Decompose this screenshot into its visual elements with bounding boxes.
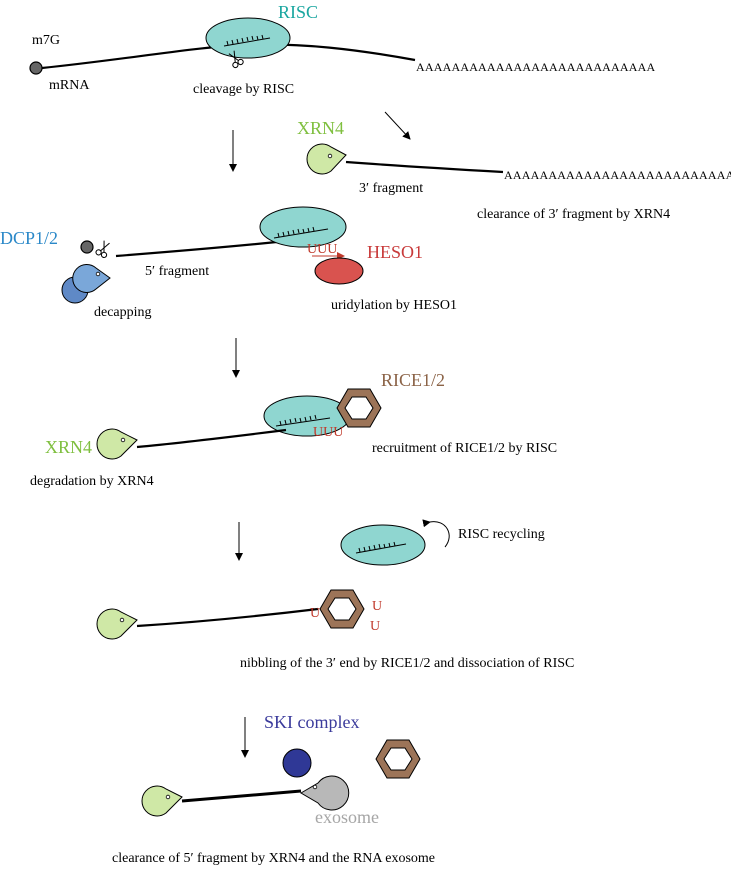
guide-rna-icon [223,37,271,47]
risc-label: RISC [278,2,318,22]
removed-cap-icon [80,240,94,254]
risc-complex-icon [205,17,291,59]
degradation-label: degradation by XRN4 [30,474,154,489]
uridylation-label: uridylation by HESO1 [331,298,457,313]
exosome-label: exosome [315,807,379,827]
xrn4-label-mid: XRN4 [45,437,92,457]
exosome-pacman-icon [300,775,350,811]
guide-ticks [279,414,317,426]
risc-complex-icon [340,524,426,566]
uridine-label-3: U [370,619,380,634]
m7g-cap-icon [29,61,43,75]
ski-complex-label: SKI complex [264,712,359,732]
m7g-label: m7G [32,33,60,48]
hexagon-hole [327,597,357,621]
arrow-step1-right [384,111,411,140]
pacman-enzyme-icon [96,428,138,460]
pacman-eye [119,617,125,623]
step6-final-clearance: SKI complex exosome clearance of 5′ frag… [112,712,435,866]
risc-complex-icon [259,206,347,248]
step3-decapping-uridylation: DCP1/2 decapping 5′ fragment UUU HESO1 u… [0,206,457,320]
scissors-icon [228,50,244,69]
uuu-tail-label: UUU [307,242,337,257]
guide-rna-icon [355,543,407,554]
pacman-eye [327,153,333,159]
mrna-label: mRNA [49,78,90,93]
uuu-tail-label: UUU [313,425,343,440]
heso1-label: HESO1 [367,242,423,262]
clearance-3prime-label: clearance of 3′ fragment by XRN4 [477,207,670,222]
cleavage-label: cleavage by RISC [193,82,294,97]
recruitment-label: recruitment of RICE1/2 by RISC [372,441,557,456]
guide-ticks [358,541,396,553]
curved-arrow-icon [422,519,450,548]
risc-recycling-label: RISC recycling [458,527,545,542]
step4-rice-recruitment: RICE1/2 UUU recruitment of RICE1/2 by RI… [30,370,557,489]
hexagon-hole [344,396,374,420]
ski-complex-icon [282,748,312,778]
hexagon-hole [383,747,413,771]
polya-tail: AAAAAAAAAAAAAAAAAAAAAAAAAAA [416,60,656,74]
uridine-label-2: U [372,599,382,614]
nibbling-label: nibbling of the 3′ end by RICE1/2 and di… [240,656,574,671]
scissors-icon [95,240,110,258]
uridine-label-1: U [310,606,320,621]
rice-label: RICE1/2 [381,370,445,390]
dcp-label: DCP1/2 [0,228,58,248]
xrn4-label-top: XRN4 [297,118,344,138]
pacman-enzyme-icon [306,143,347,175]
degrading-strand [136,428,287,449]
heso1-icon [314,257,364,285]
pacman-eye [120,437,126,443]
guide-ticks [277,226,315,238]
short-strand [181,789,302,803]
decapping-label: decapping [94,305,152,320]
dcp2-eye [95,271,101,277]
final-clearance-label: clearance of 5′ fragment by XRN4 and the… [112,851,435,866]
guide-rna-icon [273,228,329,239]
dcp2-pacman-icon [72,264,111,293]
guide-ticks [226,34,264,46]
5prime-fragment-strand [115,238,297,258]
nibbled-strand [136,607,319,628]
3prime-fragment-label: 3′ fragment [359,181,423,196]
step2-3prime-clearance: XRN4 AAAAAAAAAAAAAAAAAAAAAAAAAA 3′ fragm… [297,118,731,222]
step5-nibbling: RISC recycling U U U nibbling of the 3′ … [96,519,574,671]
step1-cleavage: m7G mRNA AAAAAAAAAAAAAAAAAAAAAAAAAAA RIS… [29,2,656,97]
5prime-fragment-label: 5′ fragment [145,264,209,279]
guide-rna-icon [275,417,331,427]
pacman-eye [165,794,171,800]
exosome-eye [312,784,318,790]
3prime-fragment-strand [345,160,504,174]
pacman-enzyme-icon [141,785,183,817]
pacman-enzyme-icon [96,608,138,640]
polya-tail-3prime: AAAAAAAAAAAAAAAAAAAAAAAAAA [504,168,731,182]
